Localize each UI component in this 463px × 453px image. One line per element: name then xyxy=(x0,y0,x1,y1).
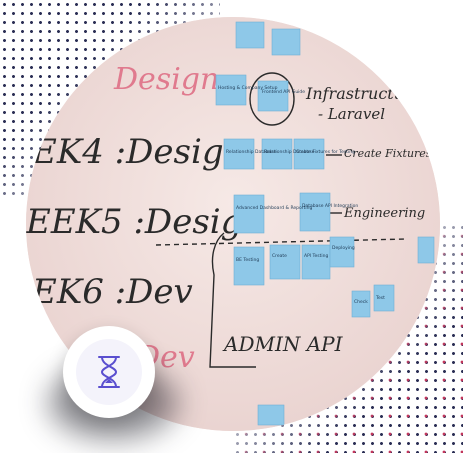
sticky-note-text: Test xyxy=(375,295,385,301)
sticky-note xyxy=(271,28,301,56)
sticky-note-text: Frontend API Guide xyxy=(262,89,305,95)
timer-badge xyxy=(63,326,155,418)
annotation-laravel: - Laravel xyxy=(318,105,385,123)
hourglass-icon xyxy=(98,356,120,388)
sticky-note-text: Advanced Dashboard & Reporting xyxy=(236,205,312,211)
sticky-note-text: BE Testing xyxy=(236,257,259,263)
sticky-note-text: Check xyxy=(354,299,368,305)
sticky-note-text: Relationship Database xyxy=(264,149,315,155)
sticky-note xyxy=(233,194,265,234)
sticky-note-text: API Testing xyxy=(304,253,329,259)
circled-note xyxy=(249,72,295,126)
sticky-note xyxy=(373,284,395,312)
annotation-infrastructure: Infrastructure xyxy=(305,84,421,103)
row-label-2: EK4 :Design xyxy=(31,132,245,172)
sticky-note-text: Deploying xyxy=(332,245,355,251)
sticky-note xyxy=(257,80,289,112)
sticky-note xyxy=(301,244,331,280)
sticky-note-text: Relationship Database xyxy=(226,149,277,155)
annotation-create-fixtures: Create Fixtures for xyxy=(344,147,440,160)
sticky-note-text: Database API Integration xyxy=(302,203,358,209)
sticky-note xyxy=(223,138,255,170)
sticky-note xyxy=(257,404,285,426)
sticky-note xyxy=(329,236,355,268)
sticky-note xyxy=(293,138,325,170)
sticky-note xyxy=(351,290,371,318)
bracket-line xyxy=(209,232,256,368)
dashed-divider xyxy=(155,238,407,246)
sticky-note xyxy=(215,74,247,106)
row-label-4: EK6 :Dev xyxy=(31,272,193,312)
sticky-note-text: Create xyxy=(272,253,287,259)
sticky-note xyxy=(417,236,435,264)
sticky-note-text: Hosting & Company Setup xyxy=(218,85,278,91)
sticky-note xyxy=(261,138,293,170)
row-label-1: Design xyxy=(113,62,219,97)
sticky-note xyxy=(235,21,265,49)
row-label-3: EEK5 :Design xyxy=(26,202,264,242)
annotation-engineering: Engineering xyxy=(343,206,425,221)
sticky-note xyxy=(233,246,265,286)
sticky-note xyxy=(269,244,301,280)
annotation-admin-api: ADMIN API xyxy=(222,332,344,356)
sticky-note xyxy=(299,192,331,232)
sticky-note-text: Create Fixtures for Testing xyxy=(296,149,355,155)
timer-badge-inner xyxy=(76,339,142,405)
